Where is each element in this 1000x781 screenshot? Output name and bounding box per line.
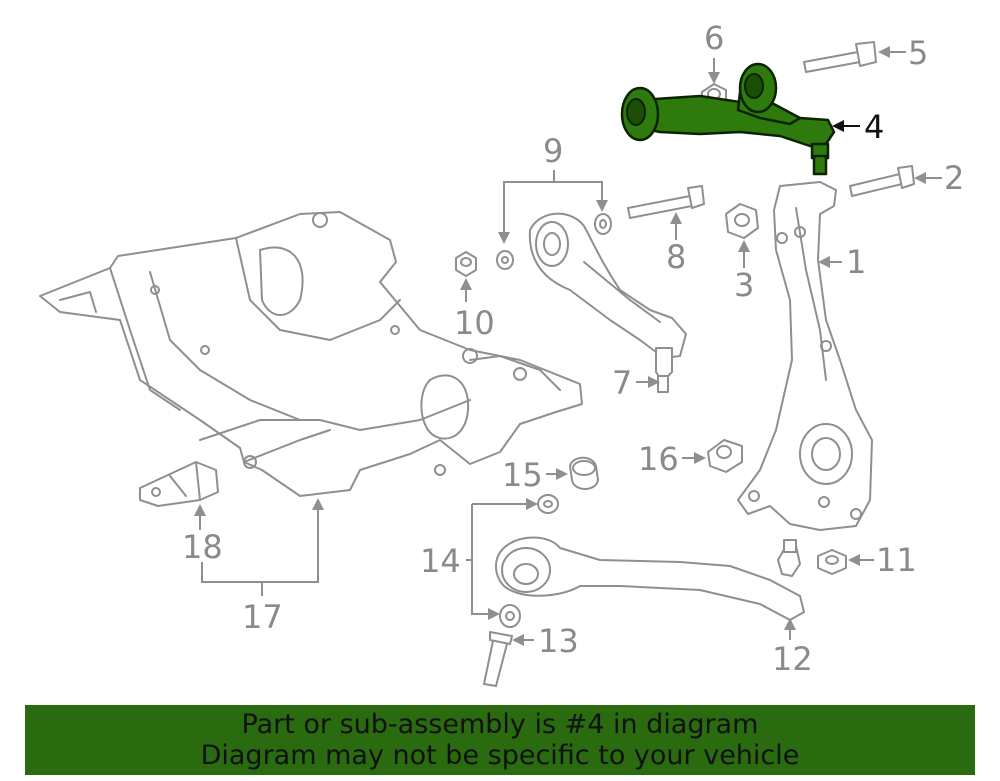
callout-14: 14 [420,542,461,580]
callout-7: 7 [612,364,632,402]
callout-15: 15 [502,456,543,494]
parts-diagram: 1 2 3 4 5 6 7 8 9 10 11 12 13 14 15 16 1… [39,19,964,687]
washer-14a-part[interactable] [537,494,559,514]
steering-knuckle-part[interactable] [737,181,873,531]
callout-16: 16 [638,440,679,478]
lower-control-arm-part[interactable] [528,212,687,393]
callout-18: 18 [182,528,223,566]
callout-10: 10 [454,304,495,342]
callout-9: 9 [543,132,563,170]
bolt-8-part[interactable] [627,185,705,219]
part-info-banner: Part or sub-assembly is #4 in diagram Di… [25,705,975,775]
bolt-13-part[interactable] [483,631,513,687]
callout-1: 1 [846,243,866,281]
washer-14b-part[interactable] [499,604,521,628]
callout-11: 11 [876,541,917,579]
rear-lower-arm-part[interactable] [495,536,805,621]
nut-3-part[interactable] [725,203,759,239]
callout-8: 8 [666,238,686,276]
bushing-15-part[interactable] [569,456,599,490]
leader-lines [194,46,942,646]
nut-10-part[interactable] [455,251,477,277]
callout-6: 6 [704,19,724,57]
bolt-5-part[interactable] [803,41,877,73]
nut-11-part[interactable] [817,549,847,575]
callout-labels: 1 2 3 4 5 6 7 8 9 10 11 12 13 14 15 16 1… [182,19,964,678]
callout-5: 5 [908,34,928,72]
upper-control-arm-highlighted[interactable] [620,62,836,176]
banner-line-part: Part or sub-assembly is #4 in diagram [241,709,759,740]
callout-3: 3 [734,266,754,304]
banner-line-disclaimer: Diagram may not be specific to your vehi… [200,740,800,771]
subframe-part[interactable] [39,211,583,497]
washer-9b-part[interactable] [594,213,612,235]
bracket-part[interactable] [139,461,219,507]
callout-2: 2 [944,159,964,197]
bolt-2-part[interactable] [849,165,915,197]
washer-9a-part[interactable] [496,250,514,270]
callout-17: 17 [242,598,283,636]
nut-16-part[interactable] [707,439,743,473]
callout-13: 13 [538,622,579,660]
callout-12: 12 [772,640,813,678]
callout-4: 4 [864,108,884,146]
